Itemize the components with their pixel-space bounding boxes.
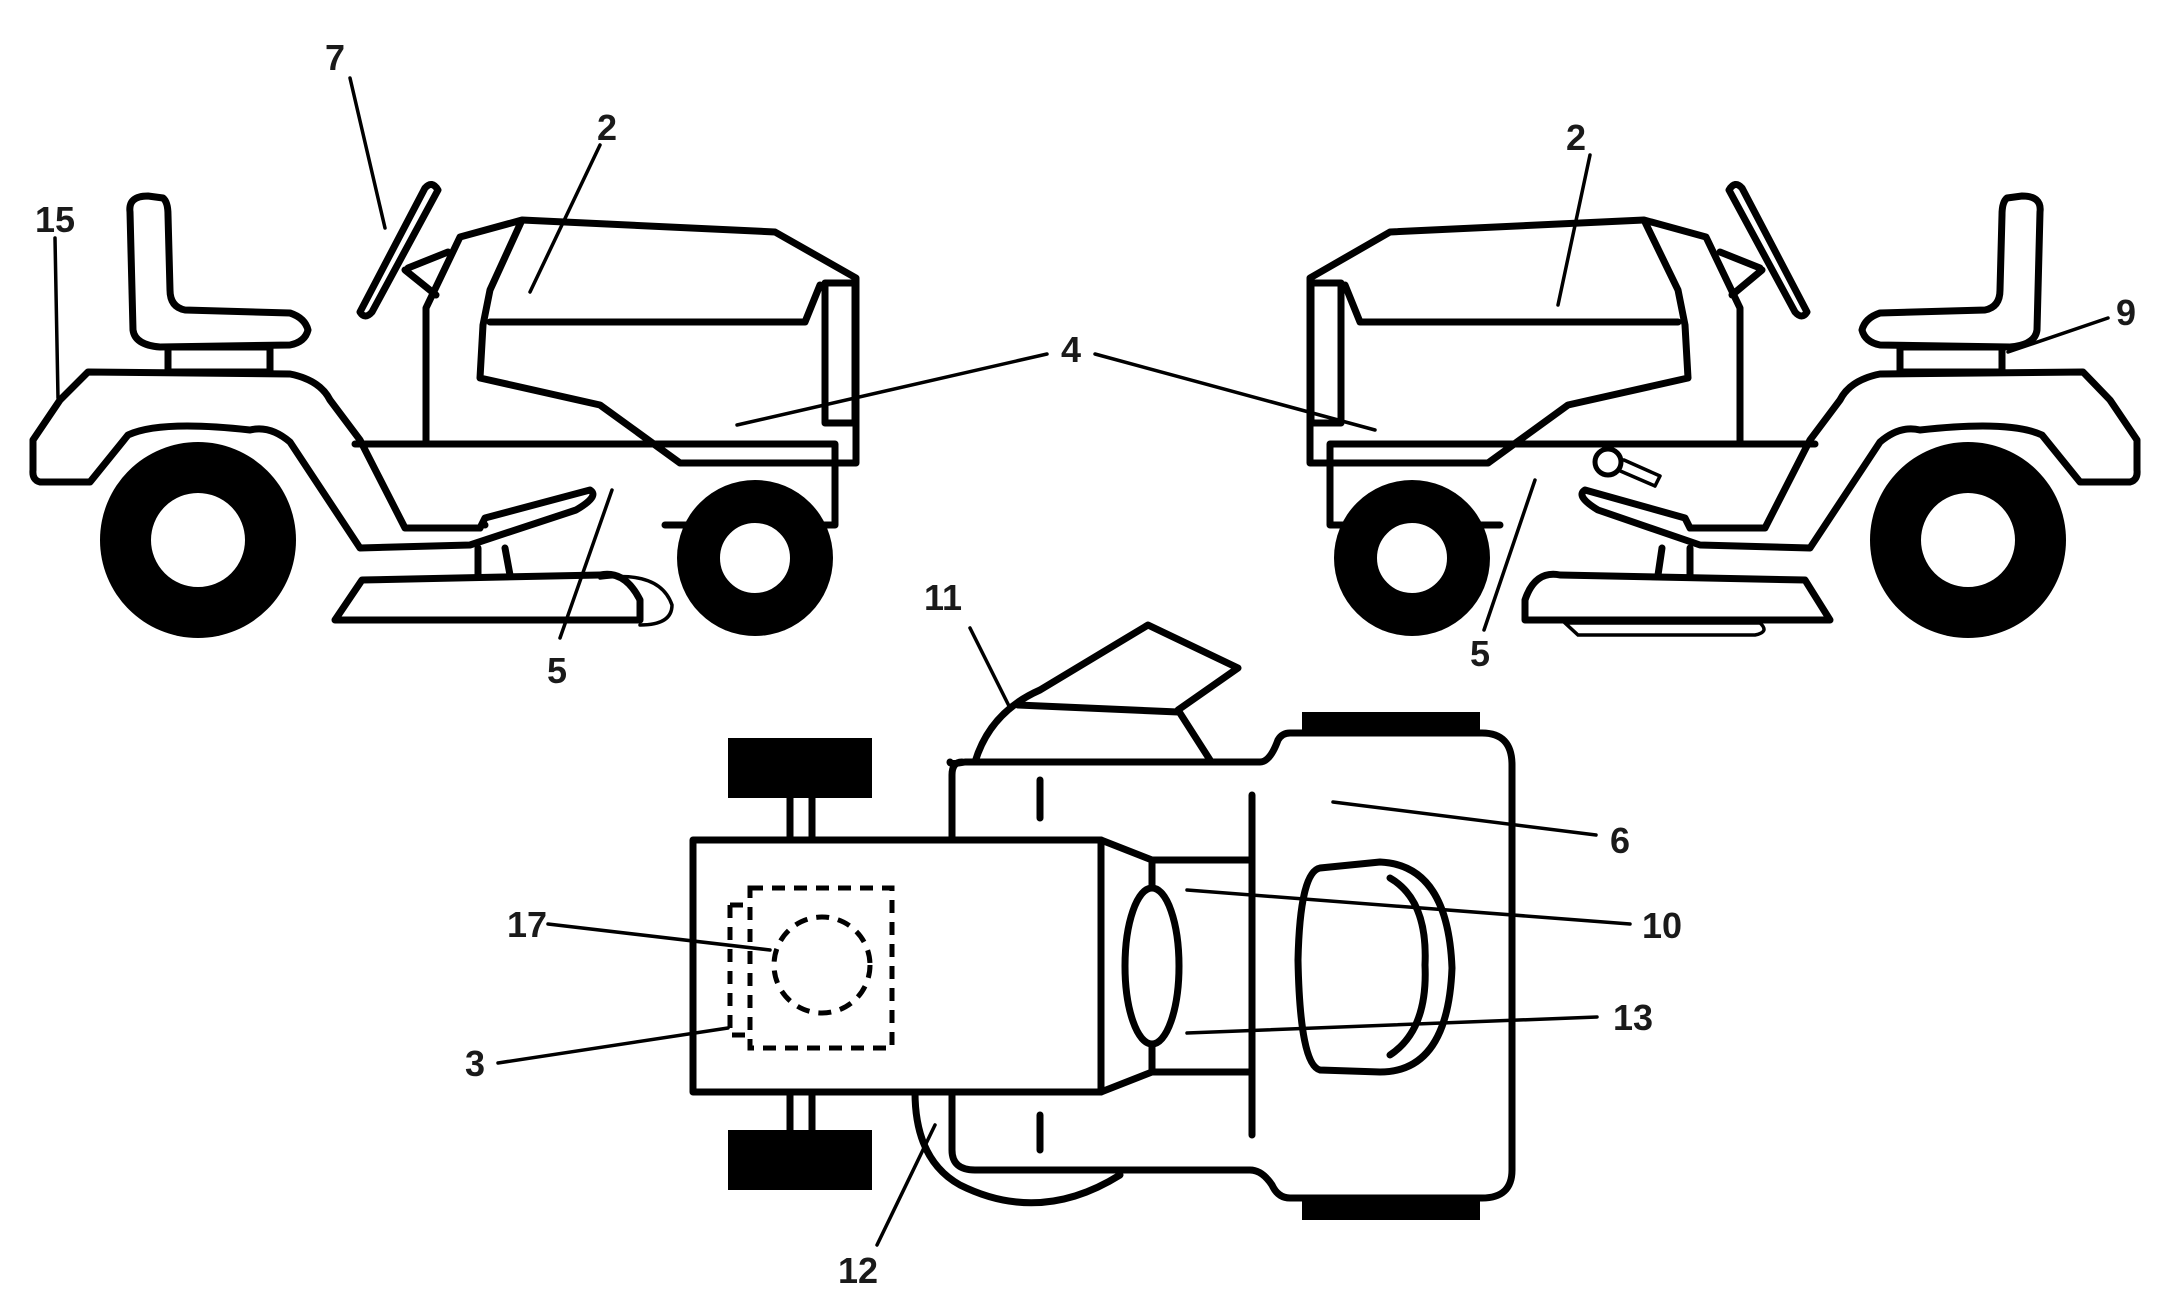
seat-base-right: [1896, 343, 2006, 376]
callout-5-left: 5: [547, 650, 567, 691]
hood-top: [689, 836, 1105, 1096]
front-axle-top: [786, 794, 816, 1134]
leader-12: [875, 1123, 937, 1247]
grille-side-left: [821, 279, 859, 427]
lift-lever-knob-right: [1592, 446, 1624, 478]
steering-column-right: [1716, 248, 1766, 299]
leader-10: [1185, 888, 1632, 926]
mower-deck-left: [331, 570, 644, 624]
rear-hub-right: [1915, 487, 2021, 593]
leader-lines: [53, 76, 2110, 1247]
deck-hanger-left: [474, 544, 514, 579]
callout-2-left: 2: [597, 107, 617, 148]
leader-11: [968, 626, 1012, 710]
callout-labels: 7 2 15 4 5 2 9 5 11 6 10 17 13 3 12: [35, 37, 2136, 1291]
callout-15: 15: [35, 199, 75, 240]
leader-7: [348, 76, 387, 230]
leader-5-right: [1482, 478, 1537, 632]
discharge-chute-top: [971, 621, 1242, 766]
leader-5-left: [558, 488, 614, 640]
seat-top: [1294, 858, 1456, 1076]
rear-wheel-top-lower: [1302, 1198, 1480, 1220]
tractor-left-side-view: [29, 181, 860, 638]
tractor-right-side-view: [1306, 181, 2141, 638]
front-wheel-top-lower: [728, 1130, 872, 1190]
leader-3: [496, 1026, 730, 1065]
leader-2-right: [1556, 153, 1592, 307]
callout-9: 9: [2116, 292, 2136, 333]
front-hub-left: [714, 517, 796, 599]
fuel-cap-dashed: [771, 914, 873, 1016]
engine-area-dashed: [747, 885, 895, 1051]
front-hub-right: [1371, 517, 1453, 599]
callout-11: 11: [924, 577, 962, 618]
callout-12: 12: [838, 1250, 878, 1291]
callout-4: 4: [1061, 329, 1081, 370]
deck-hanger-right: [1654, 544, 1694, 579]
leader-13: [1185, 1015, 1599, 1035]
steering-column-left: [401, 248, 452, 299]
seat-back-top: [1386, 874, 1429, 1059]
callout-13: 13: [1613, 997, 1653, 1038]
tractor-top-view: [689, 621, 1516, 1220]
callout-10: 10: [1642, 905, 1682, 946]
hood-side-right: [1306, 216, 1744, 467]
seat-base-left: [164, 343, 274, 376]
leader-17: [546, 922, 772, 952]
chassis-top: [946, 729, 1516, 1202]
hood-side-left: [422, 216, 860, 467]
steering-wheel-left: [356, 181, 442, 320]
callout-17: 17: [507, 904, 547, 945]
steering-wheel-right: [1725, 181, 1811, 320]
deck-underside-right: [1560, 621, 1766, 637]
rear-fender-outline-left: [29, 368, 597, 552]
callout-7: 7: [325, 37, 345, 78]
seat-right: [1858, 192, 2044, 351]
callout-3: 3: [465, 1043, 485, 1084]
leader-4-left: [735, 352, 1049, 427]
rear-fender-outline-right: [1578, 368, 2141, 552]
leader-9: [2006, 316, 2110, 354]
mower-deck-right: [1521, 570, 1834, 624]
leader-2-left: [528, 143, 602, 294]
callout-2-right: 2: [1566, 117, 1586, 158]
rear-wheel-top-upper: [1302, 712, 1480, 734]
leader-6: [1331, 800, 1598, 837]
chassis-left-edge-top: [948, 758, 966, 844]
leader-15: [53, 236, 60, 400]
deck-discharge-top: [911, 1088, 1124, 1207]
seat-left: [126, 192, 312, 351]
decal-area-dashed: [727, 902, 750, 1038]
rear-hub-left: [145, 487, 251, 593]
deck-chute-left: [598, 574, 674, 627]
steering-wheel-top: [1121, 884, 1183, 1048]
front-wheel-top-upper: [728, 738, 872, 798]
callout-6: 6: [1610, 820, 1630, 861]
lift-lever-right: [1616, 458, 1662, 488]
leader-4-right: [1093, 352, 1377, 432]
grille-side-right: [1307, 279, 1345, 427]
callout-5-right: 5: [1470, 633, 1490, 674]
